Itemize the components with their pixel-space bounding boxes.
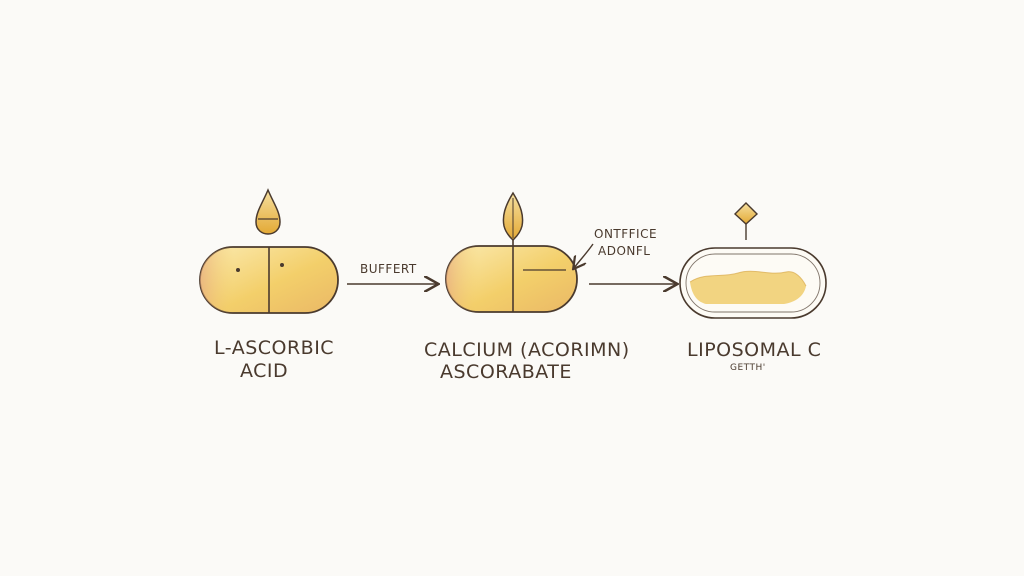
stage-2-name-line-1: CALCIUM (ACORIMN)	[424, 339, 630, 361]
annotation-line-1: ONTFFICE	[594, 227, 658, 241]
capsule-icon	[199, 246, 339, 314]
stage-1-name-line-2: ACID	[240, 360, 289, 382]
stage-2-graphic	[445, 191, 594, 313]
stage-3-name-line-2: GETTH'	[730, 363, 766, 373]
stage-1-name-line-1: L-ASCORBIC	[214, 337, 335, 359]
leaf-drop-icon	[502, 191, 524, 242]
liposome-capsule-icon	[679, 247, 827, 319]
arrow-label-buffert: BUFFERT	[360, 262, 417, 276]
annotation-pointer	[574, 243, 594, 268]
stage-3-name-line-1: LIPOSOMAL C	[687, 339, 822, 361]
stage-3-graphic	[679, 202, 827, 319]
drop-icon	[255, 188, 281, 235]
capsule-icon	[445, 240, 578, 313]
stage-2-name-line-2: ASCORABATE	[440, 361, 572, 383]
annotation-line-2: ADONFL	[598, 244, 651, 258]
diamond-drop-icon	[733, 202, 759, 240]
stage-1-graphic	[199, 188, 339, 314]
